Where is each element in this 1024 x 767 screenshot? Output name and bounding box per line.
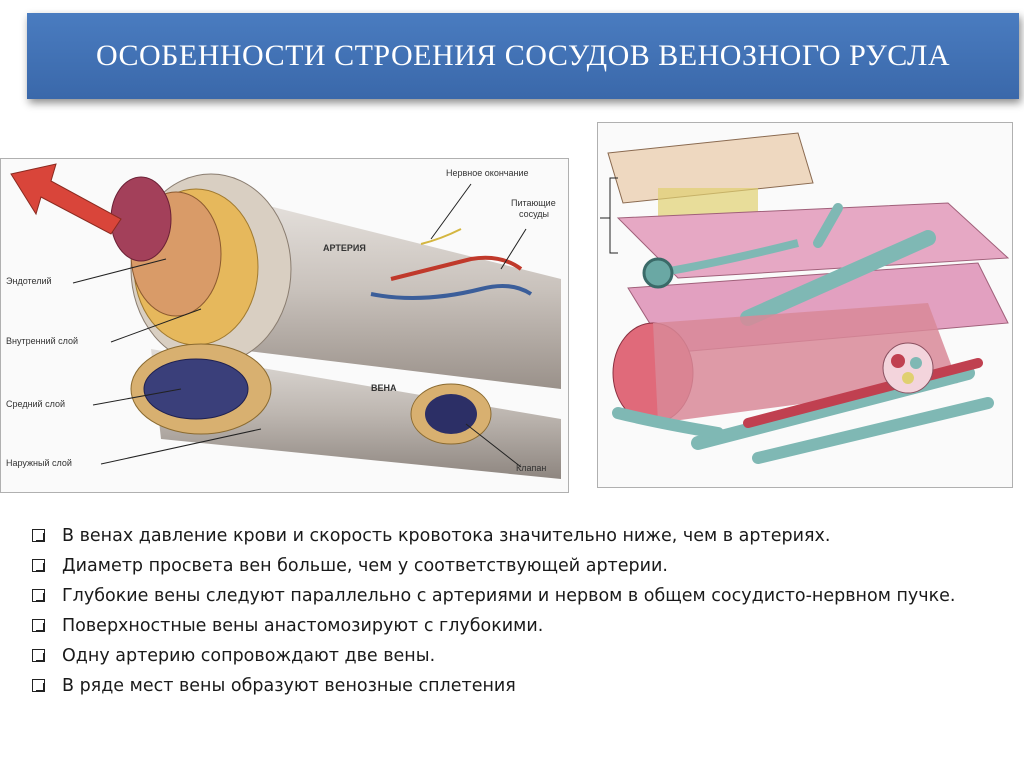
facts-list: В венах давление крови и скорость кровот… — [28, 521, 1018, 701]
label-feeding-vessels-2: сосуды — [519, 209, 549, 219]
checkbox-bullet-icon — [32, 619, 45, 632]
checkbox-bullet-icon — [32, 649, 45, 662]
pointer-inner-layer — [110, 308, 202, 343]
artery-vein-drawing: Нервное окончание Питающие сосуды АРТЕРИ… — [6, 163, 561, 479]
bundle-nerve-section — [902, 372, 914, 384]
label-outer-layer: Наружный слой — [6, 458, 72, 468]
list-item-text: В ряде мест вены образуют венозные сплет… — [62, 676, 516, 696]
pointer-middle-layer — [92, 388, 182, 406]
nerve-fiber — [420, 228, 462, 245]
pointer-endothelium — [72, 258, 167, 284]
vein-cross-section — [642, 257, 674, 289]
vein-valve-lumen — [425, 394, 477, 434]
superficial-vein — [740, 230, 936, 326]
feeding-artery-vessel — [390, 255, 523, 281]
slide-title: ОСОБЕННОСТИ СТРОЕНИЯ СОСУДОВ ВЕНОЗНОГО Р… — [95, 39, 951, 72]
deep-artery — [743, 358, 983, 428]
pointer-feeding-vessels — [500, 228, 527, 270]
blood-flow-arrow — [10, 163, 122, 235]
list-item-text: Диаметр просвета вен больше, чем у соотв… — [62, 556, 668, 576]
list-item: В ряде мест вены образуют венозные сплет… — [28, 671, 1018, 701]
list-item: В венах давление крови и скорость кровот… — [28, 521, 1018, 551]
label-vein: ВЕНА — [371, 383, 397, 393]
list-item: Глубокие вены следуют параллельно с арте… — [28, 581, 1018, 611]
list-item: Диаметр просвета вен больше, чем у соотв… — [28, 551, 1018, 581]
checkbox-bullet-icon — [32, 529, 45, 542]
label-valve: Клапан — [516, 463, 546, 473]
label-middle-layer: Средний слой — [6, 399, 65, 409]
list-item-text: Поверхностные вены анастомозируют с глуб… — [62, 616, 544, 636]
neurovascular-bundle-drawing — [600, 132, 1010, 464]
label-endothelium: Эндотелий — [6, 276, 52, 286]
label-artery: АРТЕРИЯ — [323, 243, 366, 253]
neurovascular-bundle-illustration — [597, 122, 1013, 488]
vein-lumen — [143, 358, 249, 420]
bundle-artery-section — [891, 354, 905, 368]
checkbox-bullet-icon — [32, 679, 45, 692]
title-bar: ОСОБЕННОСТИ СТРОЕНИЯ СОСУДОВ ВЕНОЗНОГО Р… — [27, 13, 1019, 99]
label-feeding-vessels-1: Питающие — [511, 198, 556, 208]
checkbox-bullet-icon — [32, 559, 45, 572]
bracket-top — [609, 177, 618, 254]
vein-branch — [813, 203, 843, 248]
deep-vein-2 — [612, 407, 724, 439]
label-nerve-ending: Нервное окончание — [446, 168, 529, 178]
artery-vein-illustration: Нервное окончание Питающие сосуды АРТЕРИ… — [0, 158, 569, 493]
checkbox-bullet-icon — [32, 589, 45, 602]
list-item: Одну артерию сопровождают две вены. — [28, 641, 1018, 671]
pointer-nerve-ending — [430, 183, 472, 240]
list-item-text: Одну артерию сопровождают две вены. — [62, 646, 436, 666]
feeding-vein-vessel — [370, 283, 533, 300]
artery-tube — [201, 189, 561, 389]
list-item-text: В венах давление крови и скорость кровот… — [62, 526, 831, 546]
skin-layer — [607, 132, 814, 204]
list-item-text: Глубокие вены следуют параллельно с арте… — [62, 586, 956, 606]
list-item: Поверхностные вены анастомозируют с глуб… — [28, 611, 1018, 641]
label-inner-layer: Внутренний слой — [6, 336, 78, 346]
pointer-outer-layer — [100, 428, 262, 465]
deep-vein-3 — [752, 397, 994, 464]
pointer-valve — [465, 423, 522, 468]
bundle-vein-section — [910, 357, 922, 369]
bundle-sheath — [882, 342, 934, 394]
